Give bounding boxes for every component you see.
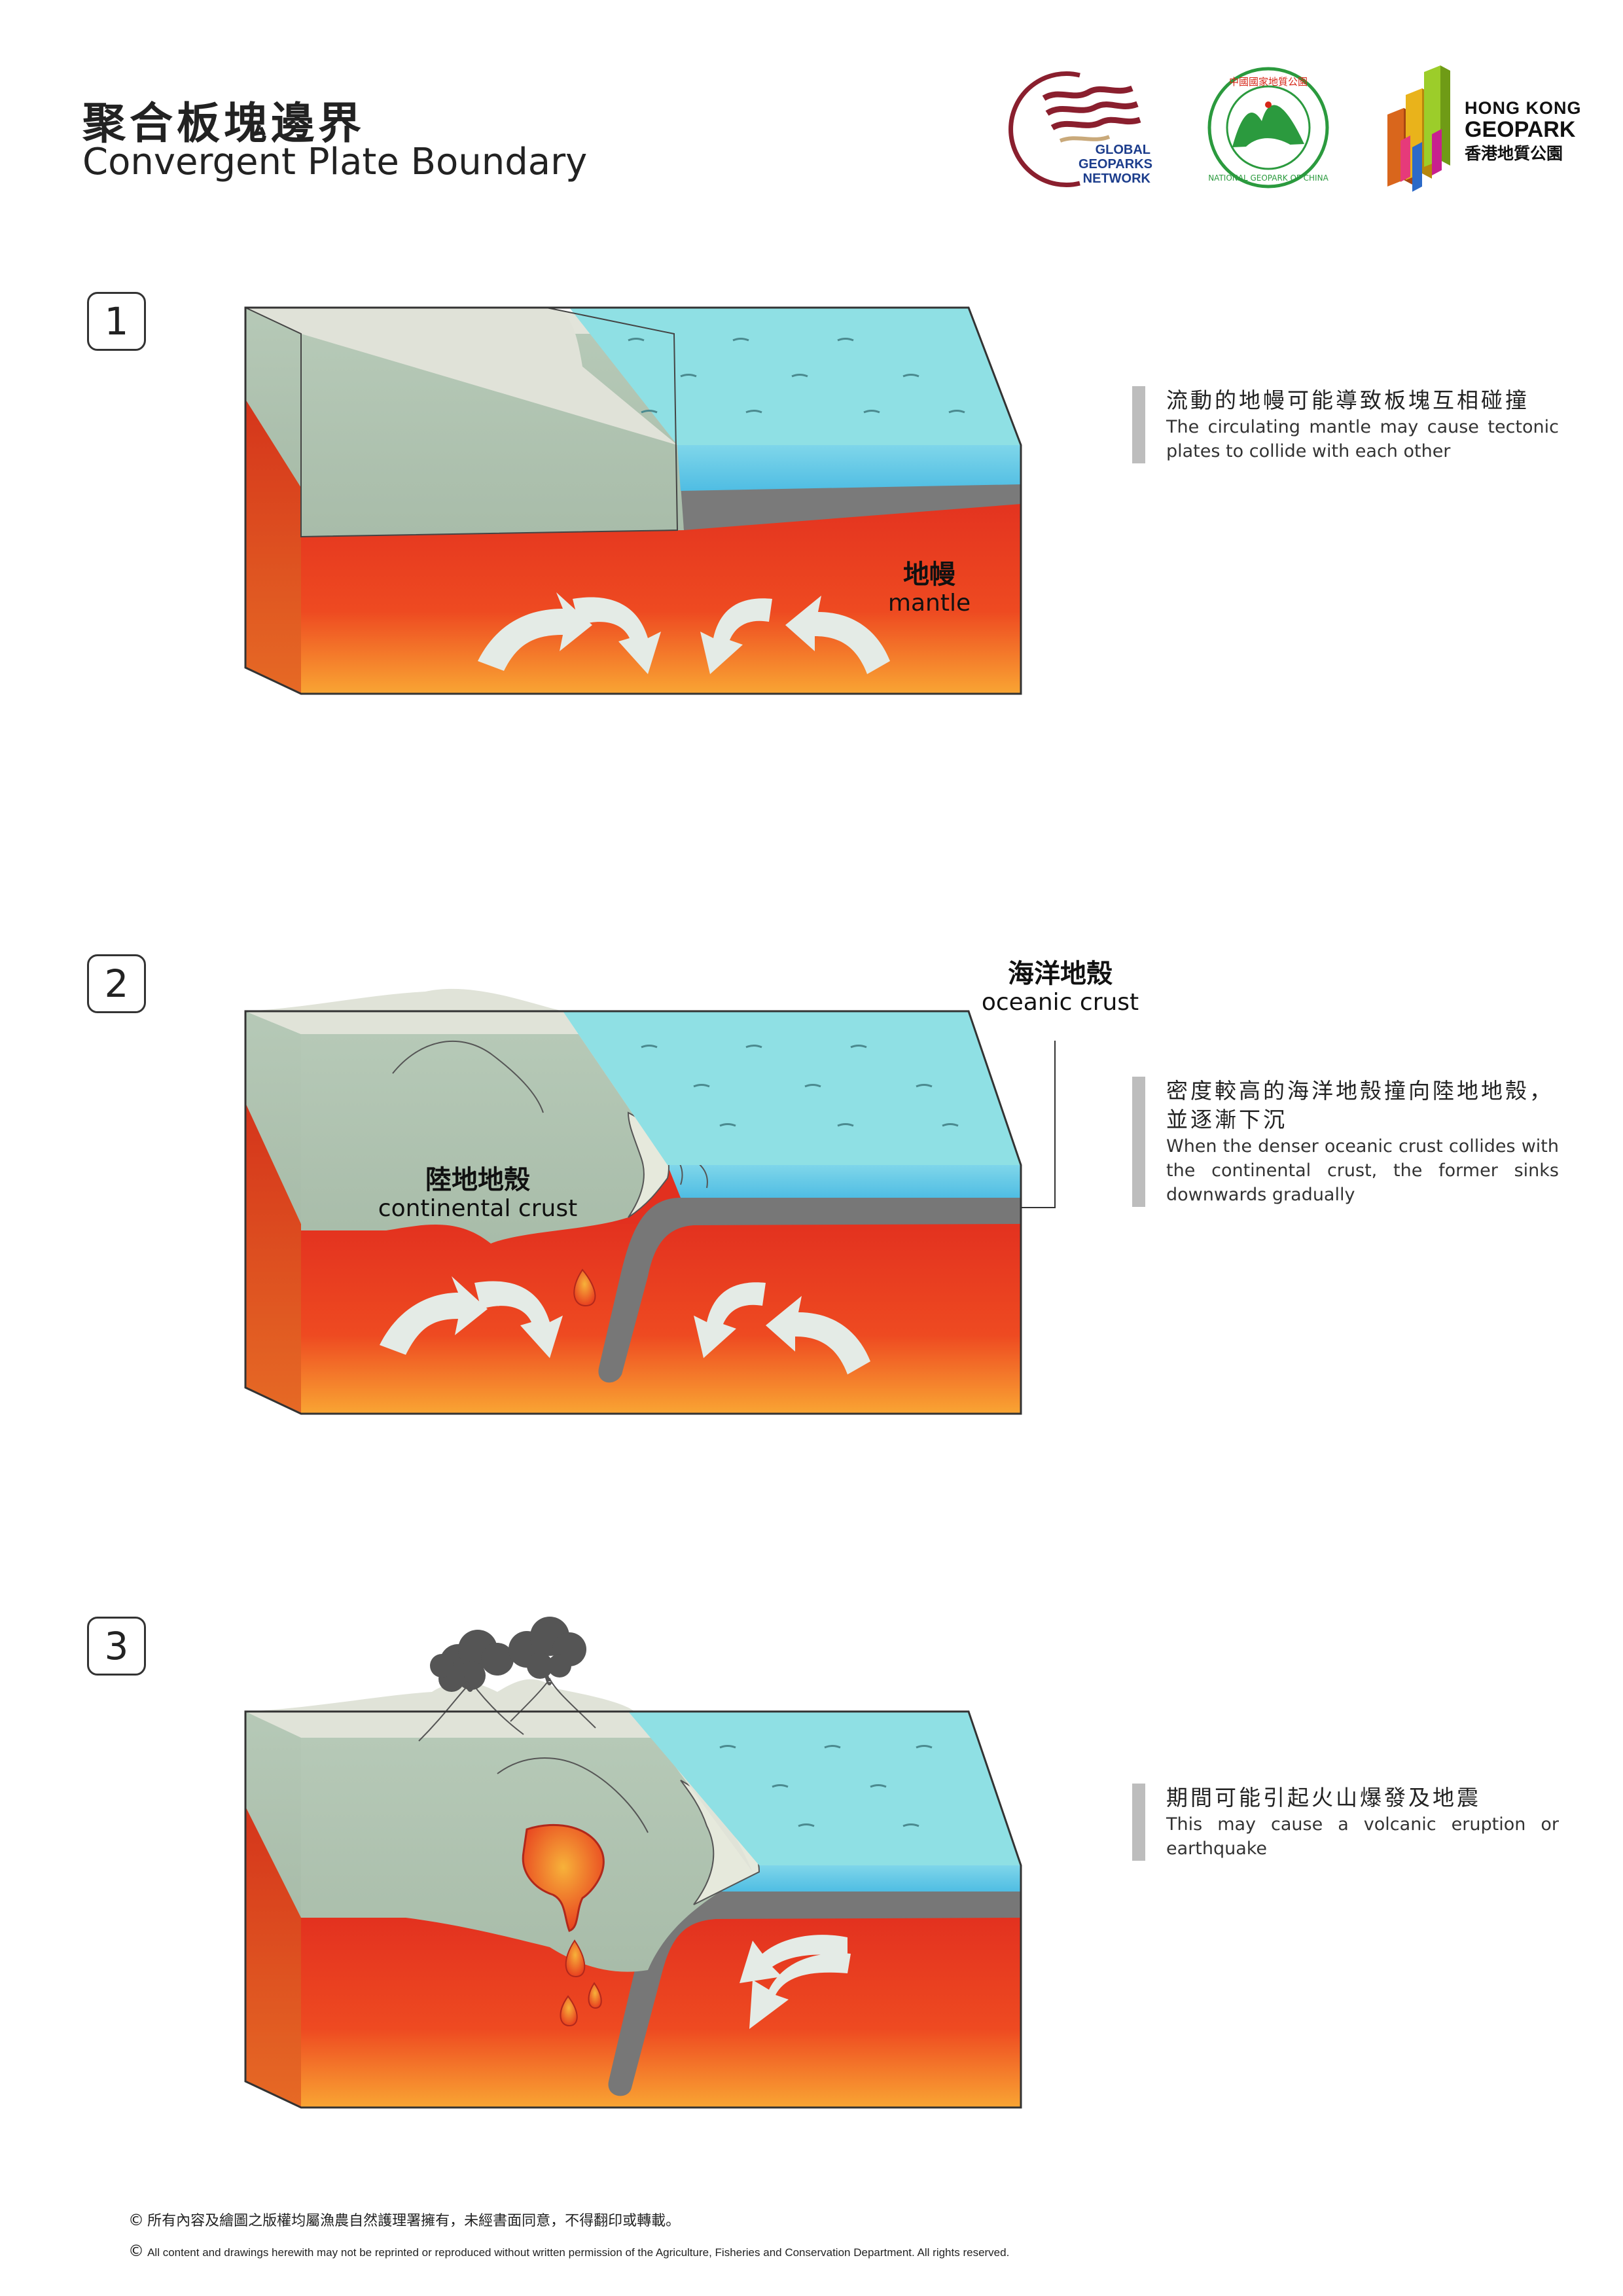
step-1-bar [1132,386,1145,463]
step-2-description: 密度較高的海洋地殼撞向陸地地殼，並逐漸下沉 When the denser oc… [1132,1077,1559,1207]
d3-ocean-water [713,1865,1021,1892]
d3-arrow-3 [740,1935,847,1983]
d2-mountain [392,1040,544,1113]
global-geoparks-logo [1008,71,1141,187]
hk-line-2: GEOPARK [1465,117,1576,142]
d2-oceanic-leader [1021,1041,1056,1208]
footer-line-en: All content and drawings herewith may no… [147,2246,1010,2259]
hk-line-1: HONG KONG [1465,98,1582,118]
d3-ocean-top [628,1712,1021,1865]
d3-side-crust [245,1712,301,1918]
step-2-desc-zh: 密度較高的海洋地殼撞向陸地地殼，並逐漸下沉 [1166,1078,1554,1132]
diagram-1 [244,306,1022,695]
d2-slab [598,1198,1021,1383]
d3-magma-drop-2 [560,1995,578,2027]
global-geoparks-text: GLOBAL GEOPARKS NETWORK [1079,143,1152,186]
step-3-number: 3 [87,1617,146,1676]
d2-continent-front [301,1034,668,1244]
mantle-label-zh: 地幔 [903,560,955,590]
d3-mountain-ridge [497,1757,649,1833]
d2-arrow-3 [694,1282,766,1358]
d1-arrow-4 [785,596,890,674]
d3-ripples [719,1745,933,1827]
d1-ripples [628,338,965,414]
continental-crust-label-en: continental crust [378,1195,578,1222]
d2-ocean-water [668,1165,1021,1198]
d3-magma-chamber [522,1823,605,1932]
continental-crust-label: 陸地地殼 continental crust [360,1165,596,1223]
d1-ocean-water [677,445,1021,491]
d3-arrow-1 [749,1953,851,2029]
d1-ocean-slab [681,484,1021,530]
footer-copyright-en: © All content and drawings herewith may … [128,2242,1009,2260]
footer-line-zh: 所有內容及繪圖之版權均屬漁農自然護理署擁有，未經書面同意，不得翻印或轉載。 [147,2213,681,2229]
copyright-symbol-en: © [128,2242,144,2260]
hk-line-3: 香港地質公園 [1465,145,1563,163]
mantle-label: 地幔 mantle [864,560,995,617]
d1-arrow-2 [573,597,661,674]
d3-outline [244,1710,1022,2109]
d3-ash-clouds [430,1617,586,1692]
step-2-bar [1132,1077,1145,1207]
step-3-desc-en: This may cause a volcanic eruption or ea… [1166,1814,1559,1859]
national-geopark-zh: 中國國家地質公園 [1229,76,1308,88]
d2-arrow-1 [380,1276,488,1355]
d1-arrow-3 [700,598,772,674]
national-geopark-en: NATIONAL GEOPARK OF CHINA [1208,173,1329,183]
d3-slab [608,1892,1021,2096]
global-line-3: NETWORK [1082,171,1150,186]
step-1-desc-en: The circulating mantle may cause tectoni… [1166,417,1559,461]
diagram-2 [244,988,1056,1415]
global-line-2: GEOPARKS [1079,157,1152,171]
d3-magma-drop-3 [588,1982,602,2009]
d2-ocean-top [563,1011,1021,1165]
hk-geopark-text: HONG KONG GEOPARK 香港地質公園 [1465,98,1582,164]
d1-outline [244,306,1022,695]
copyright-symbol-zh: © [128,2211,144,2229]
d3-continent-top [245,1679,753,1872]
oceanic-crust-label-zh: 海洋地殼 [1008,959,1113,989]
diagram-3 [244,1617,1022,2109]
d3-magma-drop-1 [565,1939,586,1978]
step-2-number: 2 [87,954,146,1013]
global-line-1: GLOBAL [1095,143,1150,157]
step-1-description: 流動的地幔可能導致板塊互相碰撞 The circulating mantle m… [1132,386,1559,463]
oceanic-crust-label: 海洋地殼 oceanic crust [962,959,1158,1016]
d2-arrow-4 [766,1296,870,1374]
d2-arrow-2 [474,1281,563,1358]
d2-ripples [641,1045,959,1127]
step-1-number: 1 [87,292,146,351]
step-3-desc-zh: 期間可能引起火山爆發及地震 [1166,1785,1481,1810]
d2-continent-top [245,988,668,1165]
d2-side-crust [245,1011,301,1224]
step-3-bar [1132,1784,1145,1861]
oceanic-crust-label-en: oceanic crust [981,989,1139,1016]
d3-ash-column-1 [464,1681,473,1692]
hk-geopark-logo [1387,65,1450,192]
step-3-description: 期間可能引起火山爆發及地震 This may cause a volcanic … [1132,1784,1559,1861]
page-title-zh: 聚合板塊邊界 [82,98,365,149]
d1-arrow-1 [478,592,592,671]
d3-ash-column-2 [544,1675,552,1685]
national-geopark-logo: 中國國家地質公園 NATIONAL GEOPARK OF CHINA [1207,67,1329,188]
d1-continent-step [245,308,677,445]
d1-side-crust [245,308,301,488]
step-1-desc-zh: 流動的地幔可能導致板塊互相碰撞 [1166,387,1529,413]
step-2-desc-en: When the denser oceanic crust collides w… [1166,1136,1559,1205]
page-title-en: Convergent Plate Boundary [82,141,588,183]
mantle-label-en: mantle [887,590,971,617]
d2-outline [244,1010,1022,1415]
footer-copyright-zh: © 所有內容及繪圖之版權均屬漁農自然護理署擁有，未經書面同意，不得翻印或轉載。 [128,2209,680,2230]
d1-ocean-top [569,308,1021,445]
d2-magma-drop [573,1268,596,1307]
continental-crust-label-zh: 陸地地殼 [425,1165,530,1195]
